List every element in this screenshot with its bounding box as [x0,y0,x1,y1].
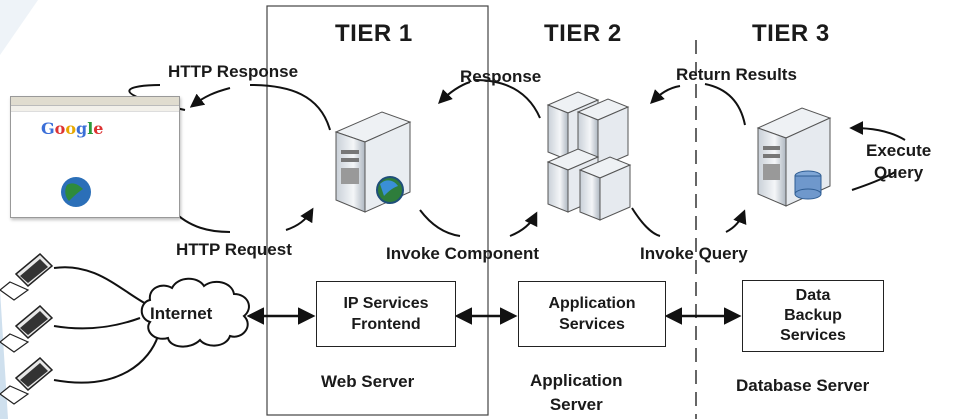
invoke-query-arc [631,207,661,237]
http-request-arc [171,209,231,233]
execute-query-line-out [851,171,896,191]
web-server-icon [334,111,412,213]
ip-services-frontend-box: IP Services Frontend [316,281,456,347]
database-server-label: Database Server [736,376,870,395]
http-response-label: HTTP Response [168,62,299,81]
laptop-icon [0,252,54,301]
return-results-arc [704,83,746,126]
laptop-icon [0,356,54,405]
web-server-label: Web Server [321,372,415,391]
browser-titlebar [11,97,179,106]
tier3-header: TIER 3 [752,20,830,47]
laptop-link [53,266,149,306]
http-response-arrow [189,87,231,108]
browser-window-thumbnail: Google [10,96,180,218]
return-results-arrow [650,85,681,104]
laptop-link [53,317,141,330]
http-request-arrow [285,207,314,231]
invoke-component-arc [419,209,461,237]
invoke-query-arrow [725,209,747,233]
internet-cloud-icon [140,277,250,348]
browser-toolbar [11,106,179,112]
response-label: Response [460,67,542,86]
return-results-label: Return Results [676,65,797,84]
invoke-component-arrow [509,211,538,237]
app-server-cluster-icon [546,91,632,221]
tier1-frame [266,5,489,416]
page-edge-decoration [0,290,8,419]
google-logo: Google [41,119,104,138]
response-arc [474,79,541,119]
tier2-header: TIER 2 [544,20,622,47]
internet-label: Internet [150,304,213,323]
laptop-link [53,335,159,384]
laptop-icon [0,304,54,353]
page-edge-decoration [0,0,38,55]
globe-icon [61,177,91,207]
application-server-label: Application Server [530,371,623,414]
invoke-component-label: Invoke Component [386,244,540,263]
invoke-query-label: Invoke Query [640,244,748,263]
execute-query-label: Execute Query [866,141,932,182]
response-arrow [438,81,471,104]
tier1-header: TIER 1 [335,20,413,47]
data-backup-services-box: Data Backup Services [742,280,884,352]
database-server-icon [756,107,832,207]
application-services-box: Application Services [518,281,666,347]
execute-query-arrow-in [849,121,906,141]
http-request-label: HTTP Request [176,240,292,259]
